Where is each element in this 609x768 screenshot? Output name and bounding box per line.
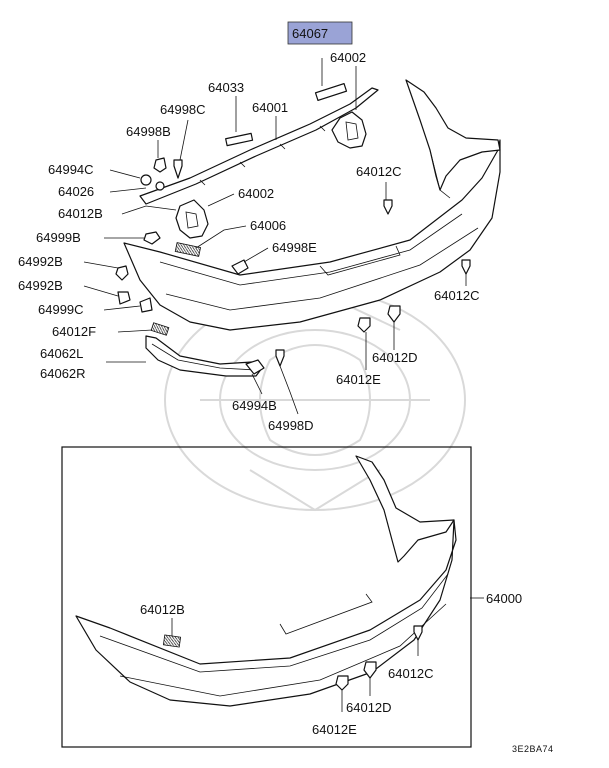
pad-64033 bbox=[225, 132, 254, 147]
label-64999b: 64999B bbox=[36, 230, 81, 245]
leader-lines-upper bbox=[83, 58, 467, 415]
label-64012f: 64012F bbox=[52, 324, 96, 339]
label-64012c-lower: 64012C bbox=[388, 666, 434, 681]
label-64000: 64000 bbox=[486, 591, 522, 606]
label-64999c: 64999C bbox=[38, 302, 84, 317]
bumper-cover-upper bbox=[123, 79, 501, 331]
label-64002-mid: 64002 bbox=[238, 186, 274, 201]
label-64067: 64067 bbox=[292, 26, 328, 41]
bracket-part-top bbox=[331, 111, 367, 149]
label-64026: 64026 bbox=[58, 184, 94, 199]
label-64998b: 64998B bbox=[126, 124, 171, 139]
label-64033: 64033 bbox=[208, 80, 244, 95]
label-64994c: 64994C bbox=[48, 162, 94, 177]
bumper-cover-assembled bbox=[75, 455, 457, 707]
label-64012c-top: 64012C bbox=[356, 164, 402, 179]
label-64012e-lower: 64012E bbox=[312, 722, 357, 737]
label-64998d: 64998D bbox=[268, 418, 314, 433]
assembly-box bbox=[61, 446, 472, 748]
label-64062r: 64062R bbox=[40, 366, 86, 381]
label-64002-top: 64002 bbox=[330, 50, 366, 65]
label-64994b: 64994B bbox=[232, 398, 277, 413]
labels-upper: 64067 64002 64033 64001 64998C 64998B 64… bbox=[18, 26, 480, 433]
label-64012c-right: 64012C bbox=[434, 288, 480, 303]
label-64992b-2: 64992B bbox=[18, 278, 63, 293]
grille-64012b-lower bbox=[162, 634, 182, 648]
grille-64012f bbox=[150, 322, 170, 336]
bracket-part-mid bbox=[175, 199, 209, 239]
diagram-code: 3E2BA74 bbox=[512, 744, 554, 754]
label-64012d-lower: 64012D bbox=[346, 700, 392, 715]
fastener-group-upper bbox=[115, 157, 471, 375]
grille-64006 bbox=[174, 242, 202, 257]
bumper-beam-part bbox=[139, 87, 379, 205]
lower-spoiler-part bbox=[145, 335, 263, 377]
label-64012b: 64012B bbox=[58, 206, 103, 221]
label-64998e: 64998E bbox=[272, 240, 317, 255]
label-64062l: 64062L bbox=[40, 346, 83, 361]
label-64992b-1: 64992B bbox=[18, 254, 63, 269]
label-64998c: 64998C bbox=[160, 102, 206, 117]
highlight-64067 bbox=[287, 21, 353, 45]
label-64012e: 64012E bbox=[336, 372, 381, 387]
label-64001: 64001 bbox=[252, 100, 288, 115]
pad-64067 bbox=[314, 82, 348, 102]
fastener-group-lower bbox=[335, 625, 423, 691]
labels-lower: 64000 64012B 64012C 64012D 64012E bbox=[140, 591, 522, 737]
leader-lines-lower bbox=[171, 597, 484, 712]
label-64006: 64006 bbox=[250, 218, 286, 233]
label-64012b-lower: 64012B bbox=[140, 602, 185, 617]
label-64012d: 64012D bbox=[372, 350, 418, 365]
